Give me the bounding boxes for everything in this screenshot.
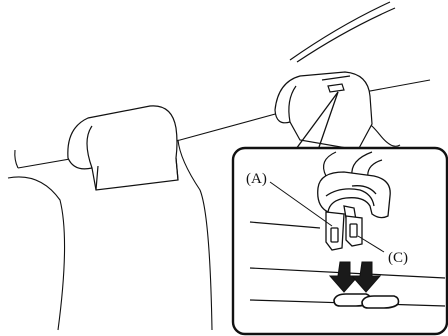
rear-window-edge: [290, 2, 395, 62]
buckle-slot-right: [362, 296, 399, 308]
label-c: (C): [388, 250, 408, 266]
tongue-plate-c: [346, 216, 362, 246]
label-a: (A): [246, 171, 267, 187]
tongue-plate-a: [326, 212, 344, 250]
headrest-left: [68, 106, 178, 190]
